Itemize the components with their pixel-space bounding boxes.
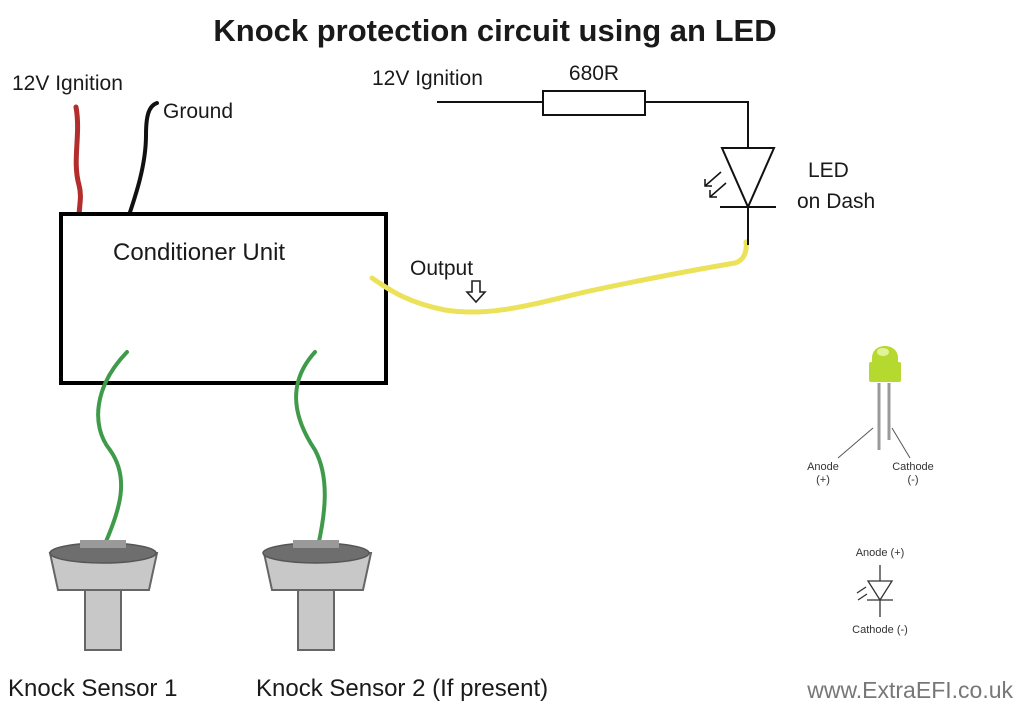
- photo-cathode-sign: (-): [908, 474, 919, 486]
- symbol-cathode-label: Cathode (-): [852, 624, 908, 636]
- knock-sensor-2-label: Knock Sensor 2 (If present): [256, 675, 548, 702]
- diagram-title: Knock protection circuit using an LED: [213, 13, 776, 48]
- ignition-label-right: 12V Ignition: [372, 67, 483, 90]
- conditioner-unit-box: [59, 212, 388, 385]
- ground-label: Ground: [163, 100, 233, 123]
- sensor-2-wire: [294, 350, 327, 548]
- ignition-wire: [73, 104, 83, 227]
- resistor-symbol: [542, 90, 646, 116]
- led-symbol: [720, 147, 776, 245]
- led-label-line2: on Dash: [797, 190, 875, 213]
- resistor-to-led-wire: [645, 101, 749, 148]
- led-label-line1: LED: [808, 159, 849, 182]
- ignition-label-left: 12V Ignition: [12, 72, 123, 95]
- conditioner-unit-label: Conditioner Unit: [113, 239, 285, 266]
- output-arrow-icon: [465, 280, 487, 304]
- website-url: www.ExtraEFI.co.uk: [806, 677, 1013, 703]
- led-schematic-legend-icon: [856, 565, 894, 617]
- output-wire: [369, 239, 749, 315]
- led-photo-icon: [837, 346, 911, 459]
- output-label: Output: [410, 257, 473, 280]
- symbol-anode-label: Anode (+): [856, 547, 905, 559]
- resistor-label: 680R: [569, 62, 619, 85]
- knock-sensor-1-label: Knock Sensor 1: [8, 675, 177, 702]
- ground-wire: [124, 101, 159, 226]
- photo-anode-label: Anode: [807, 461, 839, 473]
- led-light-emission-icon: [704, 171, 727, 198]
- photo-anode-sign: (+): [816, 474, 830, 486]
- photo-cathode-label: Cathode: [892, 461, 934, 473]
- knock-sensor-2-icon: [262, 540, 373, 651]
- sensor-1-wire: [96, 350, 129, 548]
- knock-sensor-1-icon: [48, 540, 159, 651]
